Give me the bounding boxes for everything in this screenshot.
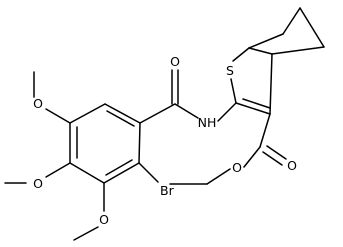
amide-group bbox=[139, 69, 237, 124]
atom-label-o-methoxy-mid: O bbox=[33, 176, 43, 191]
atom-label-o-ester: O bbox=[232, 160, 242, 175]
atom-label-o-methoxy-bottom: O bbox=[99, 212, 109, 227]
atom-labels: O NH S Br O O O O O bbox=[33, 54, 297, 227]
cyclopentane-ring bbox=[271, 7, 325, 55]
bromine-bond bbox=[138, 162, 159, 183]
atom-label-o-amide: O bbox=[170, 54, 180, 69]
atom-label-s: S bbox=[226, 63, 234, 78]
atom-label-o-ester-carbonyl: O bbox=[287, 158, 297, 173]
thiophene-ring bbox=[230, 33, 284, 115]
ester-group bbox=[169, 113, 287, 185]
methoxy-groups bbox=[4, 71, 105, 241]
atom-label-nh: NH bbox=[198, 115, 217, 130]
atom-label-o-methoxy-top: O bbox=[33, 96, 43, 111]
benzene-ring bbox=[69, 103, 141, 184]
atom-label-br: Br bbox=[160, 183, 175, 198]
